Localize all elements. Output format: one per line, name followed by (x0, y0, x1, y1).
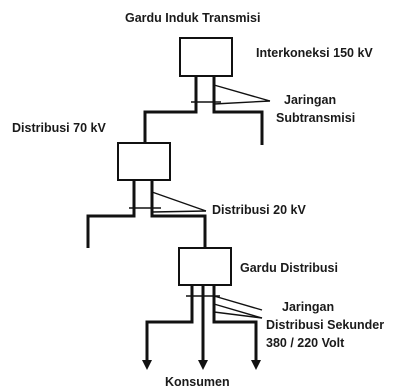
consumer-arrow-1 (142, 360, 152, 370)
label-secondary-3: 380 / 220 Volt (266, 336, 345, 350)
dist20-callout-1 (151, 191, 207, 212)
transmission-substation-box (179, 37, 233, 77)
label-distribution-substation: Gardu Distribusi (240, 261, 338, 275)
secondary-callout-3 (213, 311, 263, 319)
consumer-feeder-1 (145, 296, 194, 363)
consumer-arrow-3 (251, 360, 261, 370)
distribution-20kv-left-branch (86, 208, 136, 248)
label-distribution-20kv: Distribusi 20 kV (212, 203, 306, 217)
label-subtransmission-2: Subtransmisi (276, 111, 355, 125)
subtransmission-line (212, 102, 264, 145)
distribution-substation-box (178, 247, 232, 286)
label-secondary-2: Distribusi Sekunder (266, 318, 384, 332)
label-subtransmission-1: Jaringan (284, 93, 336, 107)
label-consumer: Konsumen (165, 375, 230, 389)
secondary-callout-2 (213, 303, 263, 319)
consumer-arrow-2 (198, 360, 208, 370)
label-transmission-substation: Gardu Induk Transmisi (125, 11, 260, 25)
distribution-20kv-right-branch (150, 208, 207, 248)
label-secondary-1: Jaringan (282, 300, 334, 314)
secondary-callout-1 (213, 295, 263, 311)
consumer-feeder-3 (212, 296, 258, 363)
subtransmission-callout-1 (213, 84, 271, 102)
feeder-70kv-line (143, 102, 198, 143)
distribution-70kv-box (117, 142, 171, 181)
label-interconnection-150kv: Interkoneksi 150 kV (256, 46, 373, 60)
label-distribution-70kv: Distribusi 70 kV (12, 121, 106, 135)
dist20-callout-2 (151, 210, 207, 213)
subtransmission-callout-2 (213, 100, 271, 105)
